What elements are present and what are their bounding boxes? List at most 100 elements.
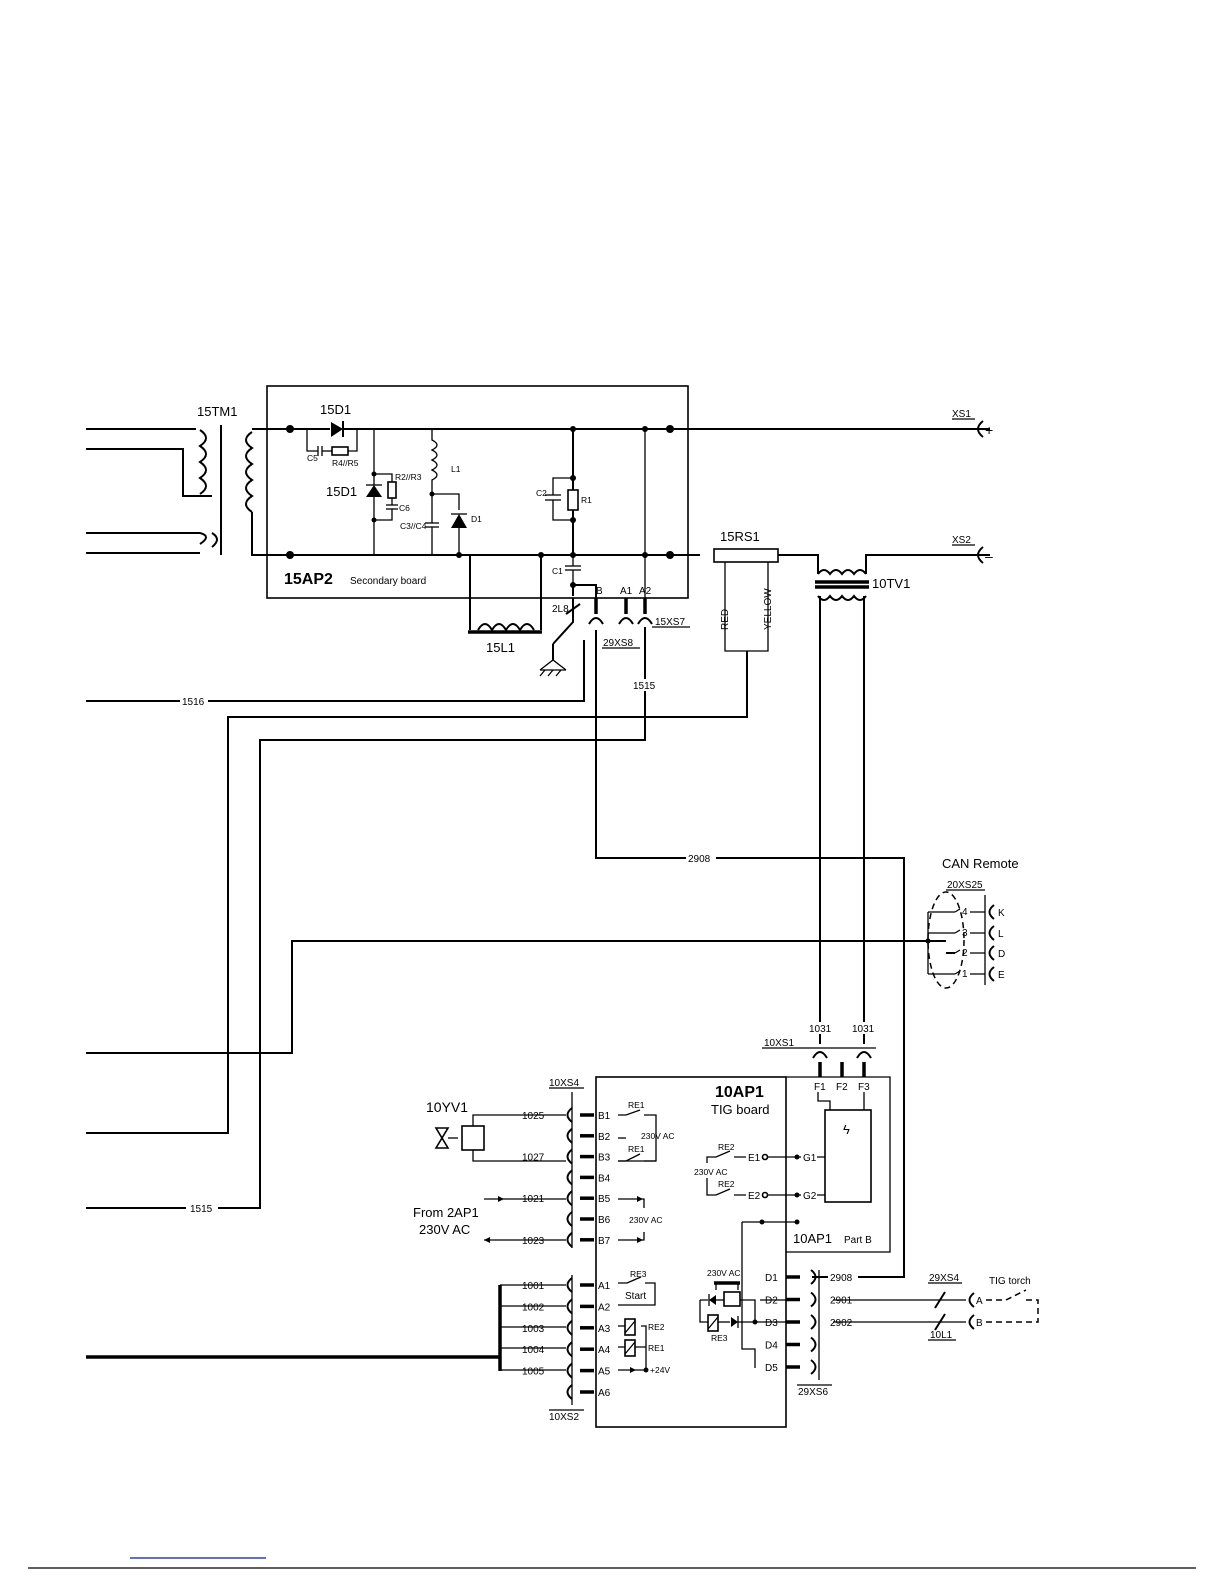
wire-label: 1027 (522, 1153, 545, 1164)
connector-10xs1-label: 10XS1 (764, 1038, 794, 1049)
output-xs2-label: XS2 (952, 535, 971, 546)
output-xs2-sign: – (985, 548, 993, 564)
from-2ap1-line2: 230V AC (419, 1222, 470, 1237)
valve-10yv1-label: 10YV1 (426, 1099, 468, 1115)
wire-label: 1003 (522, 1324, 545, 1335)
re1-top-label: RE1 (628, 1100, 645, 1110)
wire-label: 1025 (522, 1111, 545, 1122)
can-pin-2: 2 (962, 948, 968, 959)
wire-label: 1002 (522, 1302, 545, 1313)
connector-29xs6-row: D4 (765, 1336, 817, 1353)
pin-e2-label: E2 (748, 1191, 761, 1202)
from-2ap1-line1: From 2AP1 (413, 1205, 479, 1220)
pin-label: B1 (598, 1111, 611, 1122)
pin-label: A6 (598, 1388, 611, 1399)
wire-label: 2902 (830, 1318, 853, 1329)
socket-icon (566, 1384, 573, 1400)
current-transformer-10tv1: 10TV1 1031 1031 (808, 554, 990, 1044)
pin-b-label: B (596, 586, 603, 597)
v230-b-label: 230V AC (641, 1131, 675, 1141)
shunt-wire-yellow: YELLOW (763, 588, 774, 630)
wire-1515-top-label: 1515 (633, 681, 656, 692)
connector-10xs2-row: A6 (566, 1384, 611, 1400)
switch-2l8-label: 2L8 (552, 604, 569, 615)
part-b-suffix: Part B (844, 1235, 872, 1246)
secondary-board-15ap2: 15D1 C5 R4//R5 15D1 R2//R3 C6 C3//C4 L1 … (262, 385, 990, 599)
connector-10xs4-row: B4 (566, 1169, 611, 1186)
wire-label: 1001 (522, 1281, 545, 1292)
c3c4-label: C3//C4 (400, 521, 427, 531)
socket-icon (566, 1320, 573, 1336)
shunt-15rs1-label: 15RS1 (720, 529, 760, 544)
wire-label: 1023 (522, 1236, 545, 1247)
re2-mid-label: RE2 (718, 1179, 735, 1189)
socket-icon (566, 1362, 573, 1379)
can-letter-k: K (998, 908, 1005, 919)
wire-label: 2901 (830, 1296, 853, 1307)
pin-label: D4 (765, 1341, 778, 1352)
re2-coil-label: RE2 (648, 1322, 665, 1332)
wire-2908-mid-label: 2908 (688, 854, 711, 865)
can-letter-l: L (998, 929, 1004, 940)
wire-1031-right-label: 1031 (852, 1024, 875, 1035)
switch-2l8: 2L8 (539, 598, 581, 677)
pin-label: A1 (598, 1281, 611, 1292)
can-remote-connector-label: 20XS25 (947, 880, 983, 891)
pin-f1-label: F1 (814, 1082, 826, 1093)
r4r5-label: R4//R5 (332, 458, 359, 468)
c5-label: C5 (307, 453, 318, 463)
shunt-15rs1: 15RS1 RED YELLOW (713, 529, 819, 652)
r1-label: R1 (581, 495, 592, 505)
torch-title: TIG torch (989, 1276, 1031, 1287)
re1-coil-label: RE1 (648, 1343, 665, 1353)
socket-icon (566, 1107, 573, 1123)
pin-e1-label: E1 (748, 1153, 761, 1164)
r2r3-label: R2//R3 (395, 472, 422, 482)
current-transformer-label: 10TV1 (872, 576, 910, 591)
connector-29xs6-row: D1 2908 (765, 1269, 858, 1285)
can-pin-1: 1 (962, 969, 968, 980)
v230-d-label: 230V AC (707, 1268, 741, 1278)
connector-15xs7: 15XS7 1515 (618, 598, 690, 740)
pin-a2-label: A2 (639, 586, 652, 597)
output-xs2: XS2 – (952, 535, 993, 564)
connector-10xs4-label: 10XS4 (549, 1078, 579, 1089)
shunt-wire-red: RED (720, 609, 731, 630)
wire-label: 2908 (830, 1273, 853, 1284)
re3-coil-label: RE3 (711, 1333, 728, 1343)
can-pin-4: 4 (962, 907, 968, 918)
pin-label: B3 (598, 1153, 611, 1164)
tig-board-subtitle: TIG board (711, 1102, 770, 1117)
diode-15d1-main-label: 15D1 (320, 402, 351, 417)
output-xs1-label: XS1 (952, 409, 971, 420)
torch-pin-a: A (976, 1296, 983, 1307)
d1-label: D1 (471, 514, 482, 524)
pin-label: D1 (765, 1273, 778, 1284)
tig-torch: 29XS4 10L1 A B TIG torch (833, 1273, 1039, 1341)
connector-10xs2-label: 10XS2 (549, 1412, 579, 1423)
wire-label: 1005 (522, 1367, 545, 1378)
choke-15l1-label: 15L1 (486, 640, 515, 655)
torch-pin-b: B (976, 1318, 983, 1329)
wire-1515-bottom-label: 1515 (190, 1204, 213, 1215)
output-xs1-sign: + (985, 422, 993, 438)
re2-top-label: RE2 (718, 1142, 735, 1152)
socket-icon (566, 1341, 573, 1357)
can-remote: CAN Remote 20XS25 4 3 2 1 K L D E (925, 856, 1019, 989)
socket-icon (566, 1298, 573, 1315)
socket-icon (566, 1277, 573, 1293)
connector-15xs7-label: 15XS7 (655, 617, 685, 628)
pin-label: B4 (598, 1173, 611, 1184)
c1-label: C1 (552, 566, 563, 576)
pin-label: B5 (598, 1194, 611, 1205)
connector-29xs8: 29XS8 (588, 598, 905, 1278)
connector-10xs4-row: B3 1027 (520, 1148, 611, 1165)
pin-f3-label: F3 (858, 1082, 870, 1093)
a-row-bus (500, 1284, 566, 1371)
